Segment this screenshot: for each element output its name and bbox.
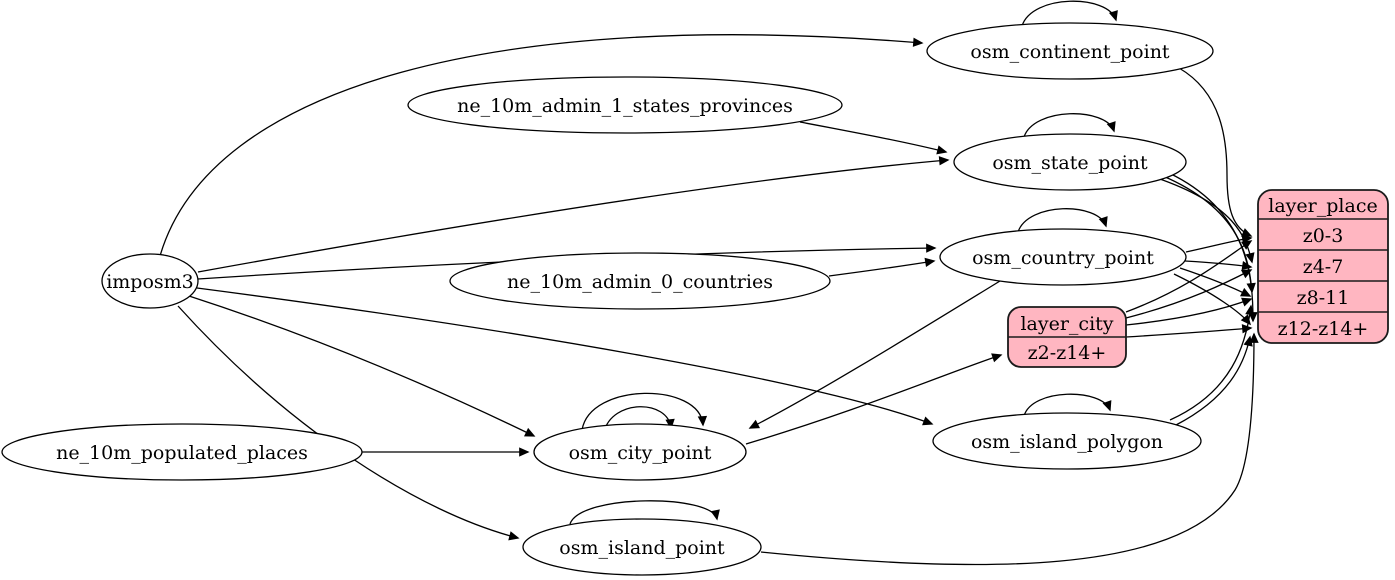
osm-island-point-label: osm_island_point xyxy=(559,537,725,559)
edge-osm-island-polygon-layer-place-z12-z14 xyxy=(1175,335,1253,426)
node-ne-10m-admin-1-states-provinces: ne_10m_admin_1_states_provinces xyxy=(407,76,843,134)
imposm3-label: imposm3 xyxy=(106,271,194,293)
osm-continent-point-label: osm_continent_point xyxy=(970,41,1170,63)
edge-osm-country-point-layer-place-z8-11 xyxy=(1179,267,1252,297)
edge-osm-country-point-layer-place-z0-3 xyxy=(1185,234,1253,253)
edge-layer-city-layer-place-z12-z14 xyxy=(1125,324,1253,338)
self-loop-osm-country-point xyxy=(1017,208,1108,233)
edge-osm-state-point-layer-place-z4-7 xyxy=(1156,177,1255,264)
ne-10m-populated-places-label: ne_10m_populated_places xyxy=(56,442,308,464)
layer-place-box xyxy=(1257,189,1389,344)
edge-ne-10m-admin-1-states-provinces-osm-state-point xyxy=(799,121,948,155)
layer-place-row-z8-11: z8-11 xyxy=(1297,287,1350,309)
record-layer-place: layer_place z0-3 z4-7 z8-11 z12-z14+ xyxy=(1257,189,1389,344)
edge-osm-city-point-layer-city-z2-z14 xyxy=(745,353,1003,445)
edge-osm-island-polygon-layer-place-z8-11 xyxy=(1169,304,1255,421)
record-layer-city: layer_city z2-z14+ xyxy=(1007,306,1127,368)
node-osm-island-point: osm_island_point xyxy=(522,518,762,576)
osm-continent-point-shape xyxy=(926,22,1214,80)
edge-osm-country-point-layer-place-z12-z14 xyxy=(1173,273,1251,326)
ne-10m-populated-places-shape xyxy=(1,423,363,481)
edge-imposm3-osm-island-point xyxy=(177,305,520,541)
node-osm-continent-point: osm_continent_point xyxy=(926,22,1214,80)
osm-state-point-label: osm_state_point xyxy=(992,152,1148,174)
layer-city-title: layer_city xyxy=(1020,313,1113,335)
edge-layer-city-layer-place-z8-11 xyxy=(1125,297,1253,326)
edge-osm-continent-point-layer-place-z0-3 xyxy=(1178,67,1253,237)
imposm3-shape xyxy=(101,253,199,309)
osm-country-point-shape xyxy=(939,228,1187,286)
self-loop-osm-continent-point xyxy=(1021,0,1118,27)
self-loop-osm-island-polygon xyxy=(1023,393,1112,417)
ne-10m-admin-1-states-provinces-shape xyxy=(407,76,843,134)
osm-city-point-label: osm_city_point xyxy=(569,442,712,464)
node-ne-10m-admin-0-countries: ne_10m_admin_0_countries xyxy=(449,252,831,310)
osm-state-point-shape xyxy=(953,133,1187,191)
osm-island-polygon-shape xyxy=(932,412,1202,470)
node-osm-state-point: osm_state_point xyxy=(953,133,1187,191)
ne-10m-admin-0-countries-label: ne_10m_admin_0_countries xyxy=(507,271,773,293)
layer-place-row-z0-3: z0-3 xyxy=(1303,225,1344,247)
edge-osm-country-point-osm-city-point xyxy=(748,280,1001,429)
ne-10m-admin-1-states-provinces-label: ne_10m_admin_1_states_provinces xyxy=(457,95,793,117)
node-osm-country-point: osm_country_point xyxy=(939,228,1187,286)
osm-city-point-shape xyxy=(533,423,747,481)
edge-osm-island-point-layer-place-z12-z14 xyxy=(760,332,1259,566)
node-ne-10m-populated-places: ne_10m_populated_places xyxy=(1,423,363,481)
edge-imposm3-osm-continent-point xyxy=(159,34,924,257)
layer-place-row-z12-z14: z12-z14+ xyxy=(1278,318,1369,340)
self-loop-osm-state-point xyxy=(1023,113,1116,138)
ne-10m-admin-0-countries-shape xyxy=(449,252,831,310)
node-osm-island-polygon: osm_island_polygon xyxy=(932,412,1202,470)
osm-country-point-label: osm_country_point xyxy=(972,247,1154,269)
osm-island-polygon-label: osm_island_polygon xyxy=(971,431,1163,453)
edge-imposm3-osm-city-point xyxy=(188,295,536,437)
edge-imposm3-osm-state-point xyxy=(197,156,950,273)
edge-ne-10m-admin-0-countries-osm-country-point xyxy=(828,257,936,277)
self-loop-osm-city-point-outer xyxy=(581,392,708,431)
edge-layer-city-layer-place-z4-7 xyxy=(1125,269,1253,319)
edge-imposm3-osm-island-polygon xyxy=(196,287,934,426)
self-loop-osm-island-point xyxy=(569,500,720,525)
layer-place-title: layer_place xyxy=(1268,195,1377,217)
osm-island-point-shape xyxy=(522,518,762,576)
node-imposm3: imposm3 xyxy=(101,253,199,309)
self-loop-osm-city-point-inner xyxy=(603,406,675,433)
layer-place-row-z4-7: z4-7 xyxy=(1303,256,1344,278)
node-osm-city-point: osm_city_point xyxy=(533,423,747,481)
layer-city-row-z2-z14: z2-z14+ xyxy=(1028,342,1107,364)
